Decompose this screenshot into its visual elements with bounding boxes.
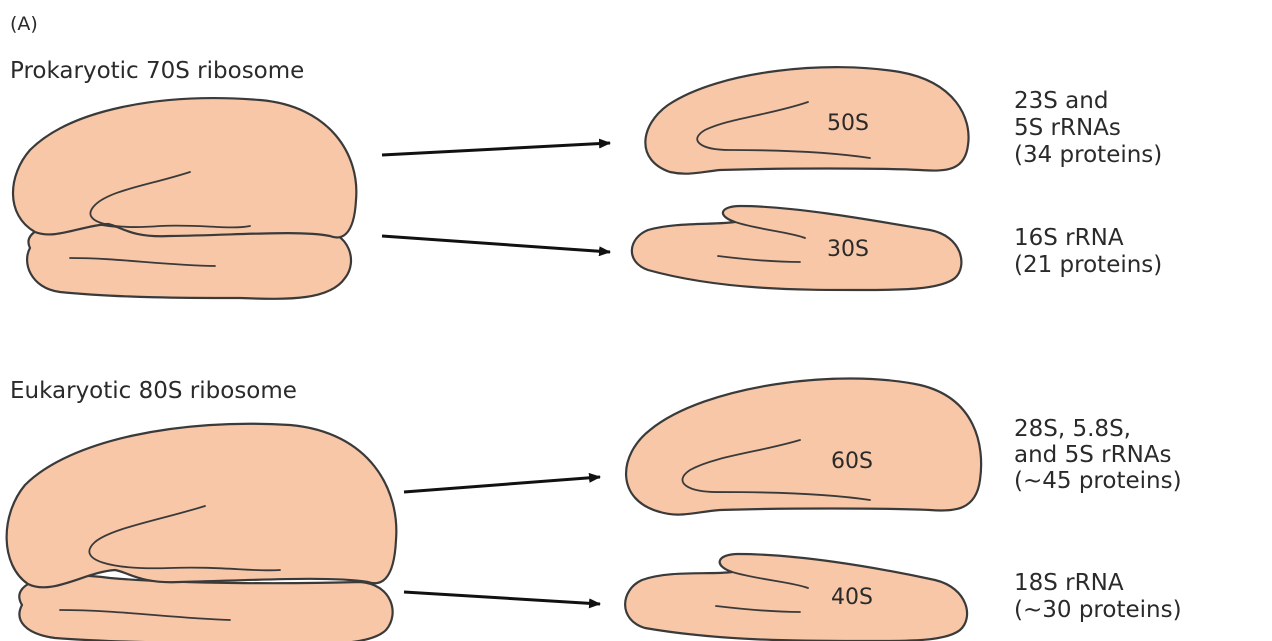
eukaryotic-title: Eukaryotic 80S ribosome [10,378,297,404]
subunit-40s-label: 40S [831,585,873,610]
comp-30s-line-2: (21 proteins) [1014,252,1162,278]
eukaryotic-80s-small-part [19,576,392,641]
subunit-60s-label: 60S [831,449,873,474]
comp-60s-line-2: and 5S rRNAs [1014,442,1172,468]
comp-50s-line-3: (34 proteins) [1014,142,1162,168]
subunit-50s: 50S [645,67,968,174]
subunit-50s-label: 50S [827,111,869,136]
eukaryotic-80s-ribosome [7,424,397,641]
prokaryotic-title: Prokaryotic 70S ribosome [10,58,304,84]
comp-50s-line-2: 5S rRNAs [1014,115,1121,141]
panel-label: (A) [10,13,38,35]
comp-60s-line-1: 28S, 5.8S, [1014,416,1131,442]
eukaryotic-80s-large-part [7,424,397,588]
prokaryotic-70s-large-part [13,98,356,237]
comp-30s-line-1: 16S rRNA [1014,225,1124,251]
subunit-60s: 60S [626,379,981,515]
prokaryotic-70s-ribosome [13,98,356,299]
comp-40s-line-1: 18S rRNA [1014,570,1124,596]
subunit-30s: 30S [632,206,962,290]
comp-40s-line-2: (~30 proteins) [1014,597,1182,623]
subunit-40s: 40S [625,554,967,641]
comp-50s-line-1: 23S and [1014,88,1108,114]
comp-60s-line-3: (~45 proteins) [1014,468,1182,494]
subunit-30s-label: 30S [827,237,869,262]
